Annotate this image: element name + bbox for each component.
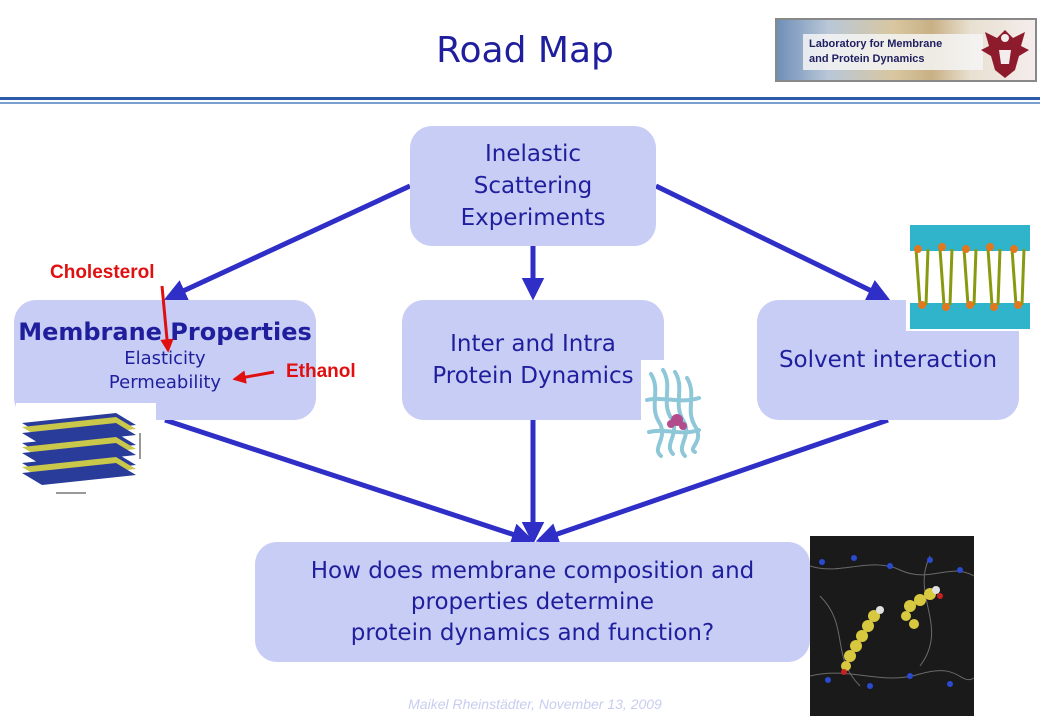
membrane-stack-image (16, 403, 156, 499)
arrow-to-solvent (654, 183, 891, 301)
box-protein-dynamics: Inter and Intra Protein Dynamics (402, 300, 664, 420)
protein-structure-image (641, 360, 705, 464)
lab-logo: Laboratory for Membrane and Protein Dyna… (775, 18, 1037, 82)
header-divider-secondary (0, 102, 1040, 104)
membrane-permeability: Permeability (108, 372, 222, 393)
ethanol-label: Ethanol (286, 361, 356, 382)
box-inelastic-scattering: Inelastic Scattering Experiments (410, 126, 656, 246)
box-research-question: How does membrane composition and proper… (255, 542, 810, 662)
page-title: Road Map (436, 30, 614, 71)
membrane-properties-title: Membrane Properties (18, 318, 312, 346)
membrane-elasticity: Elasticity (124, 348, 206, 369)
arrow-solvent-to-question (535, 417, 889, 545)
footer-credit: Maikel Rheinstädter, November 13, 2009 (408, 696, 662, 712)
arrow-to-membrane (163, 183, 412, 301)
solvent-bilayer-image (906, 225, 1032, 331)
eagle-crest-icon (981, 30, 1029, 78)
arrow-membrane-to-question (164, 417, 535, 546)
logo-text: Laboratory for Membrane and Protein Dyna… (803, 34, 983, 70)
header-divider (0, 97, 1040, 100)
box-membrane-properties: Membrane Properties Elasticity Permeabil… (14, 300, 316, 420)
cholesterol-label: Cholesterol (50, 262, 155, 283)
simulation-snapshot-image (810, 536, 974, 716)
